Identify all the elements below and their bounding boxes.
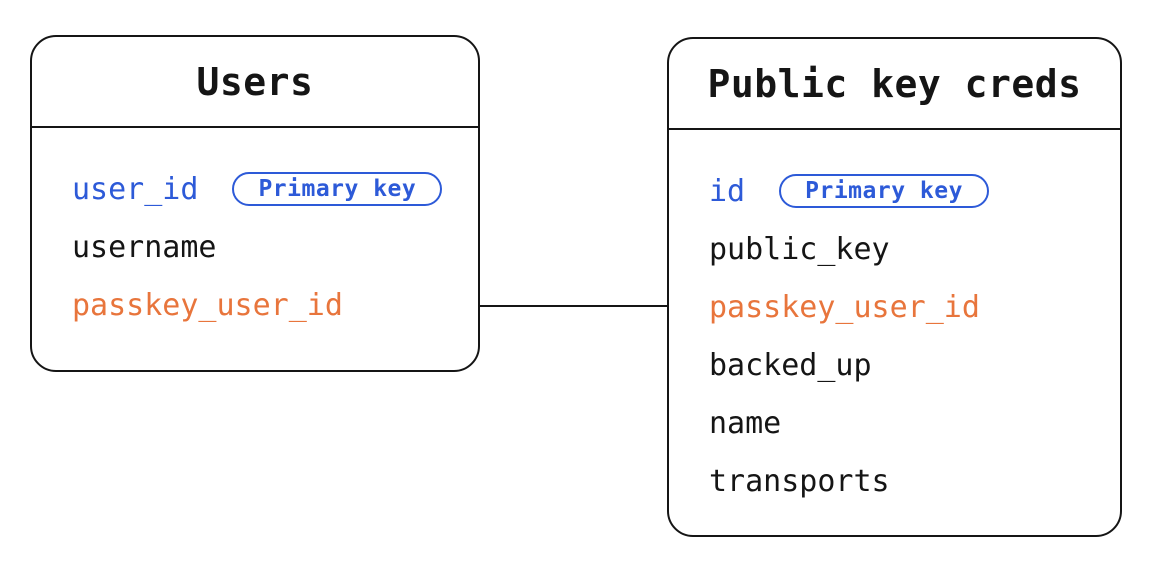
- relationship-line: [479, 305, 669, 307]
- field-row-passkey-user-id: passkey_user_id: [709, 278, 1120, 336]
- field-row-id: id Primary key: [709, 162, 1120, 220]
- primary-key-badge: Primary key: [779, 174, 989, 208]
- field-row-passkey-user-id: passkey_user_id: [72, 276, 478, 334]
- field-row-user-id: user_id Primary key: [72, 160, 478, 218]
- field-row-username: username: [72, 218, 478, 276]
- field-name-public-key: public_key: [709, 231, 890, 267]
- field-name-passkey-user-id: passkey_user_id: [72, 287, 343, 323]
- field-row-transports: transports: [709, 452, 1120, 510]
- field-row-public-key: public_key: [709, 220, 1120, 278]
- field-name-passkey-user-id: passkey_user_id: [709, 289, 980, 325]
- table-public-key-creds-title: Public key creds: [669, 39, 1120, 130]
- table-public-key-creds-field-list: id Primary key public_key passkey_user_i…: [669, 130, 1120, 510]
- table-users: Users user_id Primary key username passk…: [30, 35, 480, 372]
- field-row-backed-up: backed_up: [709, 336, 1120, 394]
- table-users-title: Users: [32, 37, 478, 128]
- field-name-user-id: user_id: [72, 171, 199, 207]
- table-public-key-creds: Public key creds id Primary key public_k…: [667, 37, 1122, 537]
- field-row-name: name: [709, 394, 1120, 452]
- field-name-id: id: [709, 173, 746, 209]
- primary-key-badge: Primary key: [232, 172, 443, 206]
- field-name-username: username: [72, 229, 217, 265]
- field-name-backed-up: backed_up: [709, 347, 872, 383]
- field-name-name: name: [709, 405, 782, 441]
- field-name-transports: transports: [709, 463, 890, 499]
- table-users-field-list: user_id Primary key username passkey_use…: [32, 128, 478, 334]
